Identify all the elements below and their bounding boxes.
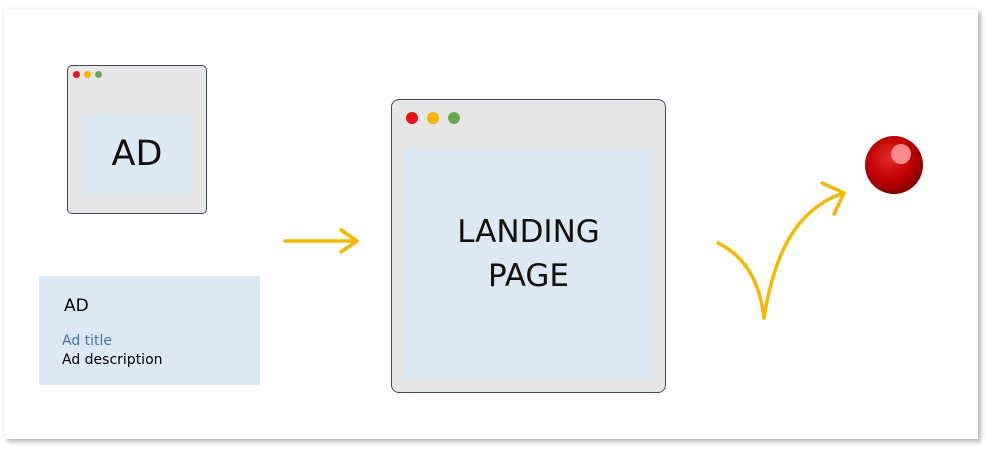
window-minimize-dot-icon	[84, 71, 91, 78]
curved-arrow-icon	[716, 181, 846, 320]
window-maximize-dot-icon	[448, 112, 460, 124]
display-ad-panel: AD	[82, 114, 192, 194]
text-ad-title: Ad title	[62, 333, 113, 349]
text-ad-label: AD	[64, 296, 89, 316]
landing-page-label-line2: PAGE	[488, 258, 569, 294]
landing-page-window: LANDING PAGE	[391, 99, 666, 393]
window-close-dot-icon	[406, 112, 418, 124]
display-ad-label: AD	[111, 134, 163, 174]
window-minimize-dot-icon	[427, 112, 439, 124]
landing-page-label-line1: LANDING	[457, 214, 600, 250]
right-arrow-icon	[283, 228, 359, 254]
window-maximize-dot-icon	[95, 71, 102, 78]
conversion-ball-icon	[865, 136, 923, 194]
landing-page-panel: LANDING PAGE	[404, 148, 653, 378]
window-close-dot-icon	[73, 71, 80, 78]
text-ad-description: Ad description	[62, 352, 163, 368]
ad-browser-window: AD	[67, 65, 207, 214]
text-ad-card: AD Ad title Ad description	[39, 276, 260, 385]
